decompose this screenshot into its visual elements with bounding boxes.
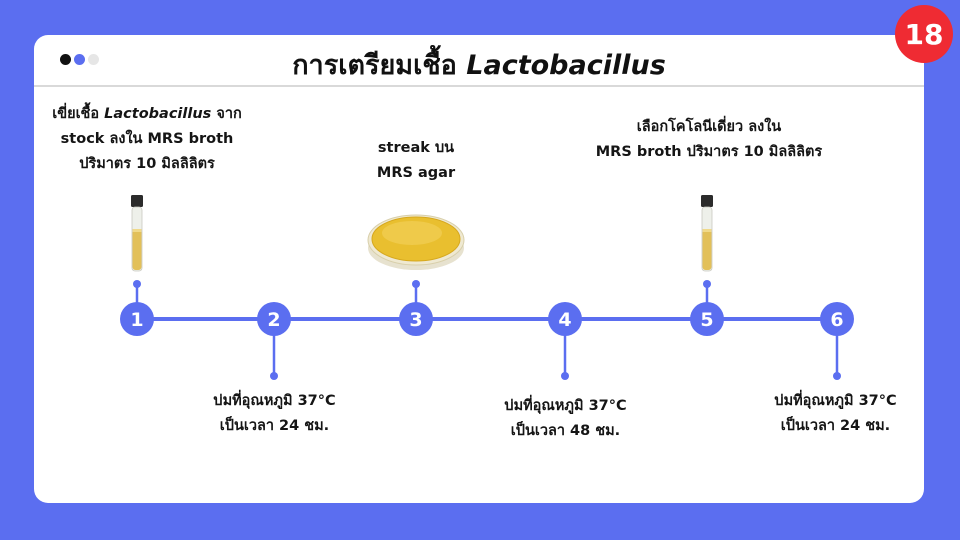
step-6: 6 [820, 302, 854, 336]
step-4-label-line-2: เป็นเวลา 48 ชม. [478, 419, 653, 444]
step-6-label: บ่มที่อุณหภูมิ 37°C เป็นเวลา 24 ชม. [748, 389, 923, 439]
step-2: 2 [257, 302, 291, 336]
step-2-label-line-2: เป็นเวลา 24 ชม. [187, 414, 362, 439]
test-tube-icon [131, 195, 143, 271]
step-number-1: 1 [130, 309, 143, 331]
step-3-label: streak บน MRS agar [346, 136, 486, 186]
step-5-label-line-1: เลือกโคโลนีเดี่ยว ลงใน [578, 115, 840, 140]
petri-dish-icon [368, 215, 464, 270]
connector-dot-2 [270, 372, 278, 380]
step-3-label-line-1: streak บน [346, 136, 486, 161]
connector-dot-1 [133, 280, 141, 288]
step-5: 5 [690, 302, 724, 336]
step-1-label-genus: Lactobacillus [104, 106, 211, 122]
connector-dot-6 [833, 372, 841, 380]
step-number-2: 2 [267, 309, 280, 331]
step-5-label: เลือกโคโลนีเดี่ยว ลงใน MRS broth ปริมาตร… [578, 115, 840, 165]
step-1-label: เขี่ยเชื้อ Lactobacillus จาก stock ลงใน … [37, 102, 257, 177]
step-1-label-line-1c: จาก [211, 106, 241, 122]
step-1-label-line-1a: เขี่ยเชื้อ [52, 106, 104, 122]
step-6-label-line-1: บ่มที่อุณหภูมิ 37°C [748, 389, 923, 414]
step-1-label-line-3: ปริมาตร 10 มิลลิลิตร [37, 152, 257, 177]
step-number-6: 6 [830, 309, 843, 331]
step-1: 1 [120, 302, 154, 336]
connector-dot-3 [412, 280, 420, 288]
test-tube-icon [701, 195, 713, 271]
step-1-label-line-1: เขี่ยเชื้อ Lactobacillus จาก [37, 102, 257, 127]
step-number-3: 3 [409, 309, 422, 331]
step-1-label-line-2: stock ลงใน MRS broth [37, 127, 257, 152]
step-4: 4 [548, 302, 582, 336]
step-4-label: บ่มที่อุณหภูมิ 37°C เป็นเวลา 48 ชม. [478, 394, 653, 444]
connector-dot-4 [561, 372, 569, 380]
step-3-label-line-2: MRS agar [346, 161, 486, 186]
step-2-label: บ่มที่อุณหภูมิ 37°C เป็นเวลา 24 ชม. [187, 389, 362, 439]
step-3: 3 [399, 302, 433, 336]
step-5-label-line-2: MRS broth ปริมาตร 10 มิลลิลิตร [578, 140, 840, 165]
step-number-5: 5 [700, 309, 713, 331]
step-6-label-line-2: เป็นเวลา 24 ชม. [748, 414, 923, 439]
step-4-label-line-1: บ่มที่อุณหภูมิ 37°C [478, 394, 653, 419]
step-number-4: 4 [558, 309, 571, 331]
connector-dot-5 [703, 280, 711, 288]
step-2-label-line-1: บ่มที่อุณหภูมิ 37°C [187, 389, 362, 414]
